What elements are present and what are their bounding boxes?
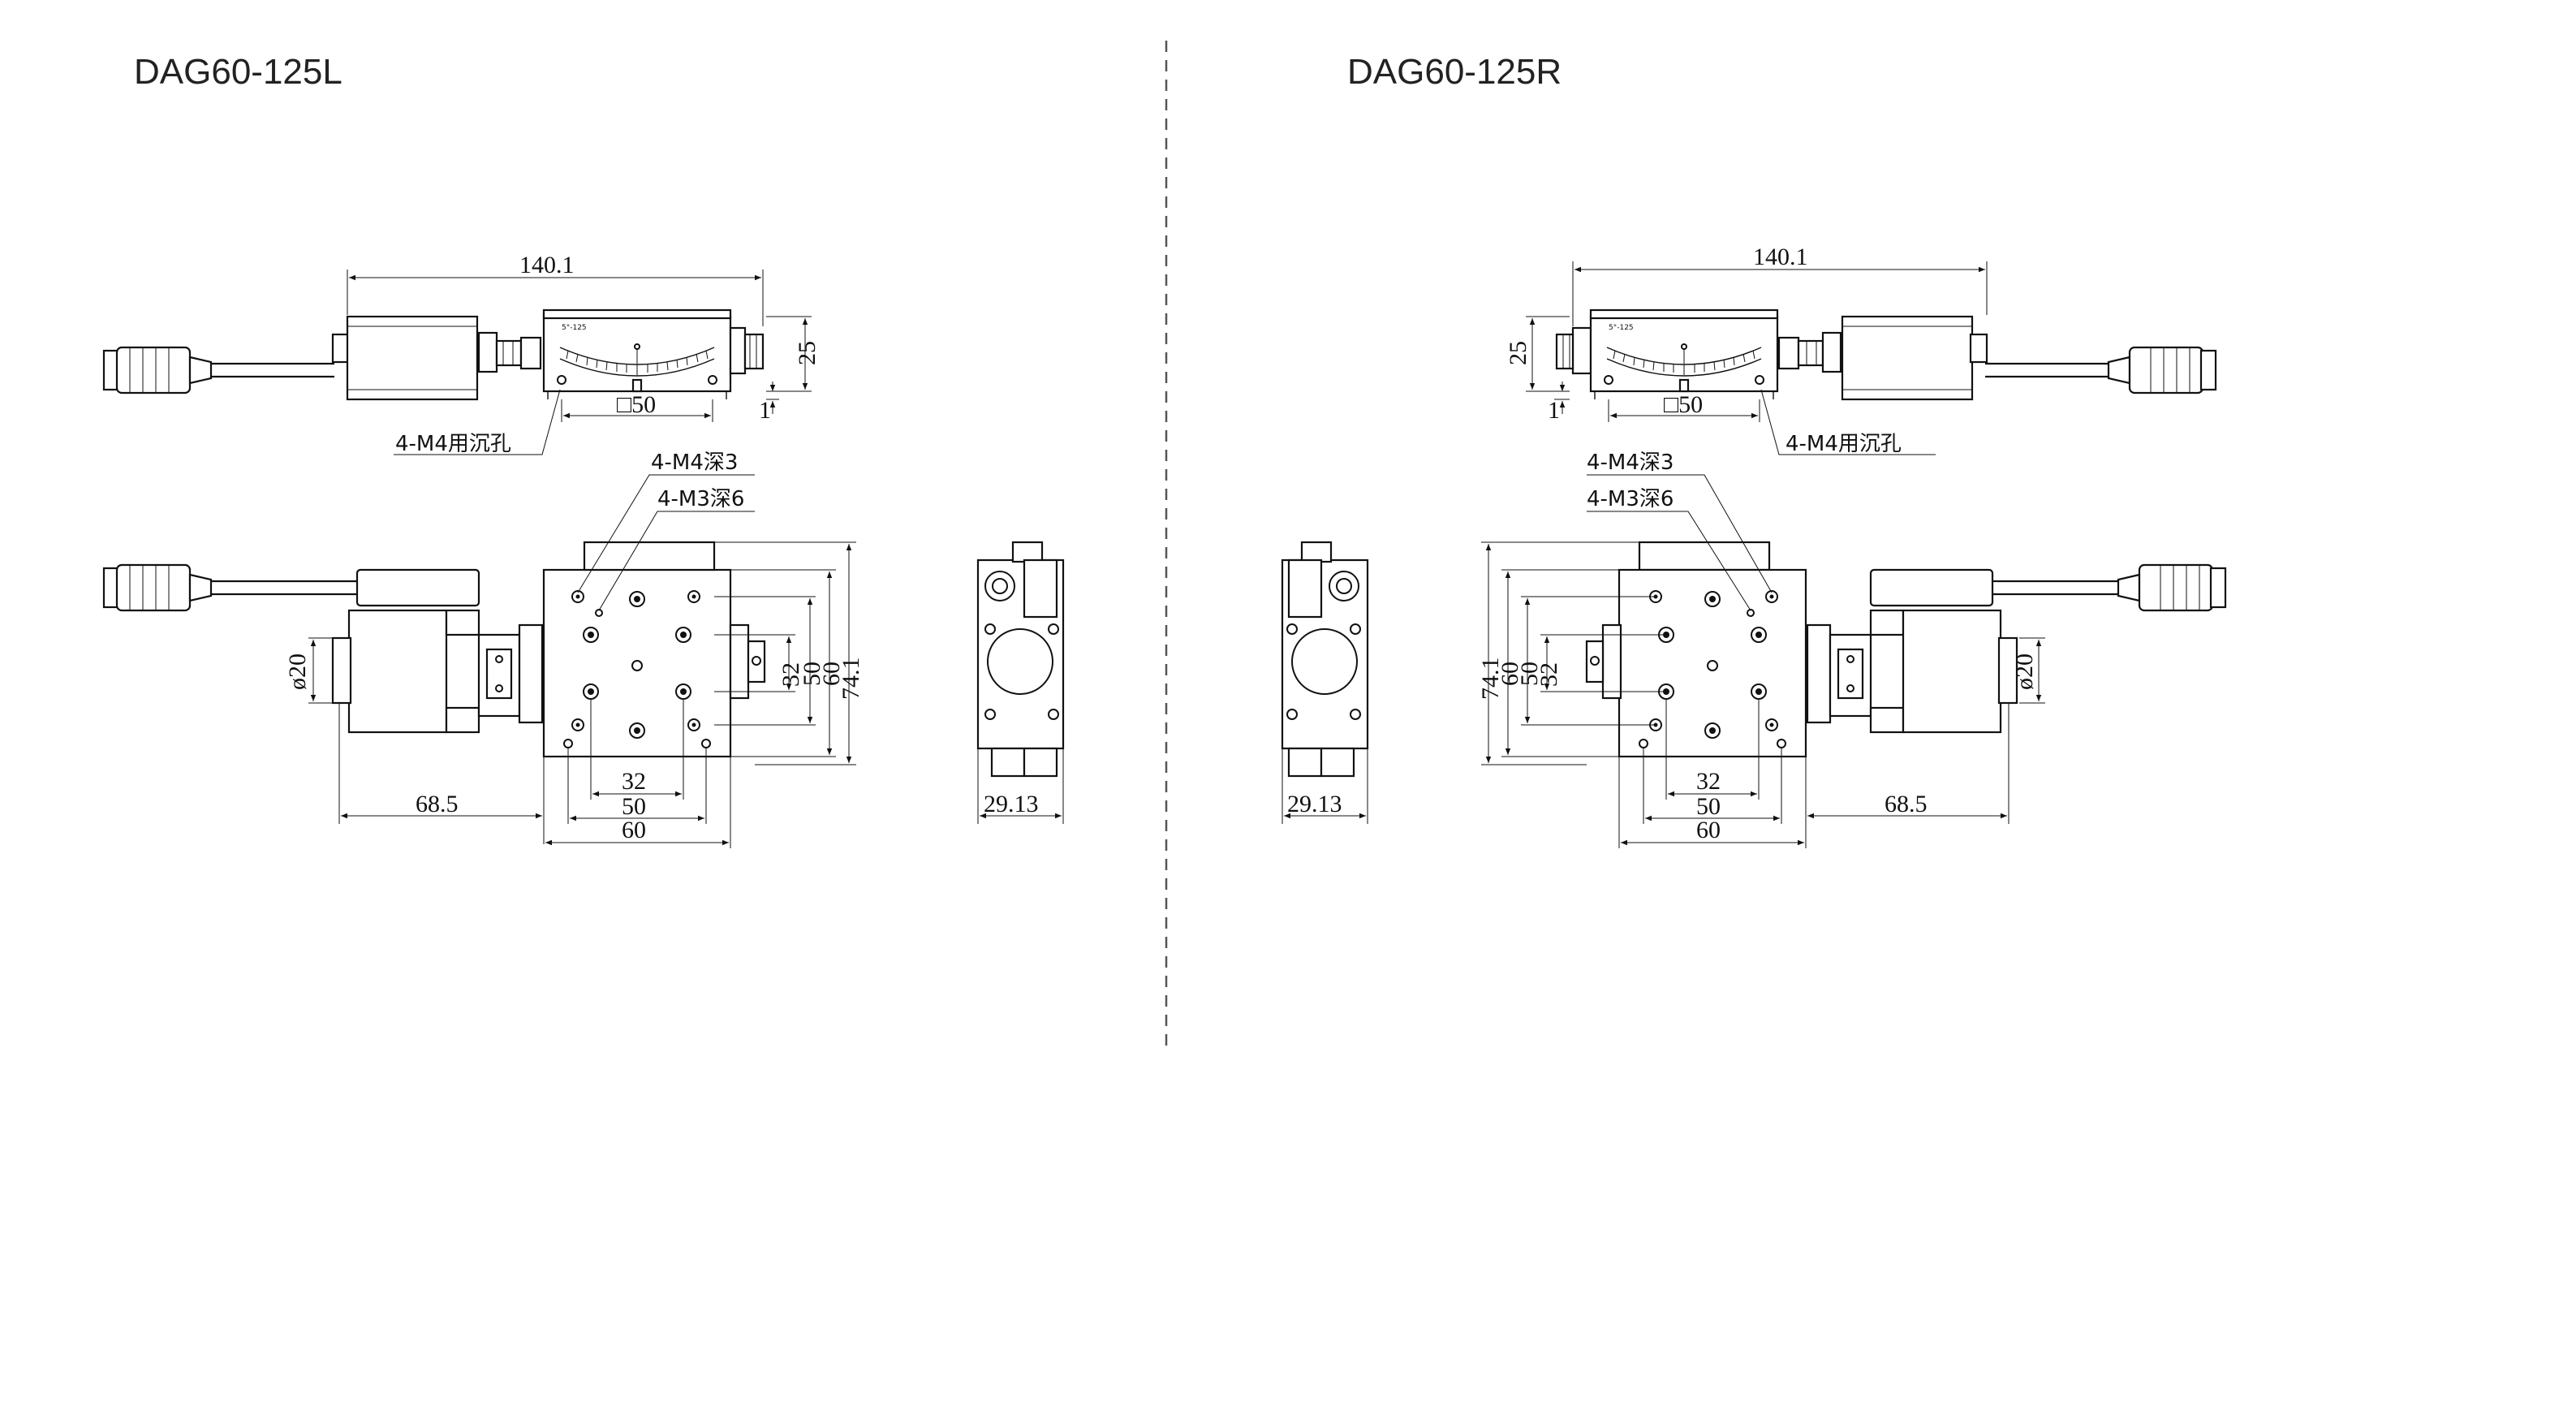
note-mount-holes-left: 4-M4用沉孔: [395, 432, 511, 456]
note-mount-holes-right: 4-M4用沉孔: [1786, 432, 1902, 456]
dim-side-width-right: 29.13: [1287, 791, 1342, 817]
dim-offset-right: 1: [1548, 397, 1560, 424]
dim-square-right: □50: [1664, 391, 1703, 418]
title-right: DAG60-125R: [1347, 52, 1562, 92]
dim-square-left: □50: [617, 391, 656, 418]
dim-offset-left: 1: [759, 397, 771, 424]
right-front-view: 5°-125: [1505, 244, 2217, 456]
scale-label-left: 5°-125: [562, 324, 587, 332]
left-plan-view: 4-M4深3 4-M3深6 ø20 68.5 32 50 60: [102, 451, 864, 848]
dim-motor-ext-right: 68.5: [1885, 791, 1928, 817]
note-tap-m3-left: 4-M3深6: [657, 487, 744, 511]
dim-vert-32-right: 32: [1536, 662, 1562, 687]
left-model-views: 5°-125 140.1 25: [102, 252, 1065, 848]
dim-overall-length-right: 140.1: [1753, 244, 1808, 270]
dim-motor-dia-left: ø20: [284, 653, 311, 690]
dim-vert-60-right: 60: [1497, 662, 1523, 686]
dim-table-width-left: 60: [622, 817, 646, 843]
left-front-view: 5°-125 140.1 25: [102, 252, 821, 456]
dim-vert-50-left: 50: [799, 662, 825, 686]
dim-vert-50-right: 50: [1516, 662, 1543, 686]
dim-motor-dia-right: ø20: [2011, 653, 2038, 690]
note-tap-m4-right: 4-M4深3: [1587, 451, 1674, 475]
dim-side-width-left: 29.13: [984, 791, 1039, 817]
dim-height-left: 25: [794, 341, 821, 365]
dim-overall-length-left: 140.1: [519, 252, 575, 278]
dim-vert-60-left: 60: [818, 662, 845, 686]
dim-holes-mid-right: 50: [1696, 793, 1721, 820]
dim-holes-inner-right: 32: [1696, 768, 1721, 795]
note-tap-m3-right: 4-M3深6: [1587, 487, 1674, 511]
dim-depth-left: 74.1: [838, 658, 864, 701]
dim-vert-32-left: 32: [778, 662, 804, 687]
right-model-views: 5°-125: [1281, 244, 2227, 848]
dim-height-right: 25: [1505, 341, 1531, 365]
dim-motor-ext-left: 68.5: [416, 791, 459, 817]
dim-holes-mid-left: 50: [622, 793, 646, 820]
right-side-view: 29.13: [1281, 541, 1369, 824]
title-left: DAG60-125L: [134, 52, 342, 92]
right-plan-view: 4-M4深3 4-M3深6 74.1 60 50 32 32: [1477, 451, 2227, 848]
dim-table-width-right: 60: [1696, 817, 1721, 843]
dim-depth-right: 74.1: [1477, 658, 1504, 701]
dim-holes-inner-left: 32: [622, 768, 646, 795]
note-tap-m4-left: 4-M4深3: [651, 451, 738, 475]
scale-label-right: 5°-125: [1609, 324, 1634, 332]
left-side-view: 29.13: [976, 541, 1065, 824]
